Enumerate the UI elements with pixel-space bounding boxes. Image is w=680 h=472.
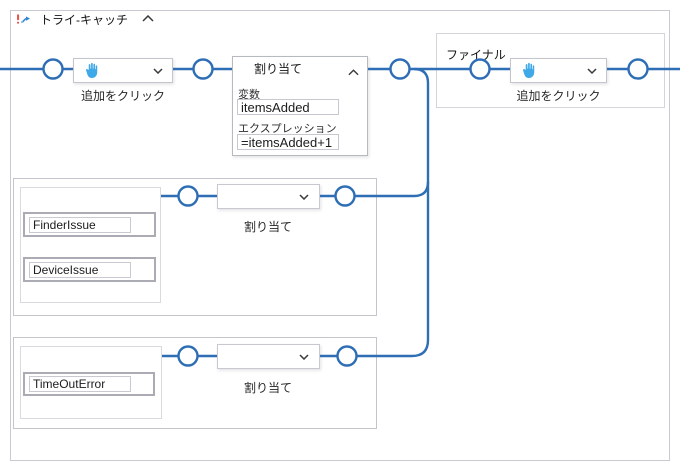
catch-2-exception-field-1 [23, 372, 155, 396]
chevron-down-icon [587, 67, 597, 74]
try-catch-title: トライ-キャッチ [40, 12, 128, 27]
catch-2-activity-dropdown[interactable] [217, 344, 320, 369]
catch-1-exception-field-2 [23, 257, 156, 282]
catch-1-exception-field-1 [23, 212, 156, 237]
finally-title: ファイナル [446, 48, 506, 62]
hand-icon [83, 61, 100, 80]
collapse-chevron-up-icon[interactable] [141, 12, 155, 24]
collapse-chevron-up-icon[interactable] [348, 63, 359, 81]
assign-variable-input[interactable] [237, 99, 339, 115]
hand-icon [520, 61, 537, 80]
chevron-down-icon [153, 67, 163, 74]
assign-header[interactable]: 割り当て [233, 57, 367, 79]
catch-1-activity-label: 割り当て [243, 220, 292, 234]
chevron-down-icon [299, 353, 309, 360]
try-add-activity-button[interactable] [73, 58, 173, 83]
chevron-down-icon [299, 193, 309, 200]
finally-add-hint: 追加をクリック [516, 89, 601, 103]
assign-expression-label: エクスプレッション [238, 123, 337, 135]
catch-1-exception-input-1[interactable] [29, 216, 131, 233]
try-add-hint: 追加をクリック [80, 89, 165, 103]
catch-1-activity-dropdown[interactable] [217, 184, 320, 209]
catch-2-exception-input-1[interactable] [29, 376, 131, 392]
try-catch-icon [16, 11, 33, 27]
assign-variable-label: 変数 [238, 89, 260, 101]
assign-expression-input[interactable] [237, 134, 339, 150]
finally-add-activity-button[interactable] [510, 58, 607, 83]
assign-title: 割り当て [254, 61, 303, 76]
catch-1-exceptions-panel [20, 187, 161, 303]
try-catch-header: トライ-キャッチ [16, 11, 128, 27]
catch-2-activity-label: 割り当て [243, 381, 292, 395]
catch-1-exception-input-2[interactable] [29, 261, 131, 278]
assign-activity[interactable]: 割り当て 変数 エクスプレッション [232, 56, 368, 156]
